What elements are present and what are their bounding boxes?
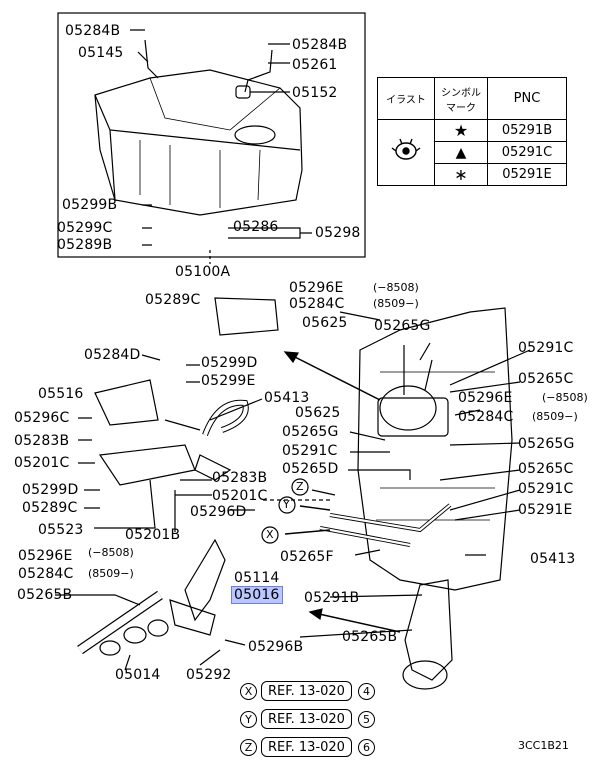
- fuel-tank-outline: [94, 69, 303, 216]
- legend-pnc-05291E: 05291E: [487, 163, 567, 186]
- ref-num-x: 4: [357, 682, 375, 700]
- callout-05152: 05152: [292, 85, 338, 101]
- callout-05265C-r1: 05265C: [518, 371, 574, 387]
- callout-05284B-top: 05284B: [65, 23, 121, 39]
- callout-05296B: 05296B: [248, 639, 304, 655]
- callout-05265F: 05265F: [280, 549, 334, 565]
- callout-05201B: 05201B: [125, 527, 181, 543]
- ref-letter-z: Z: [240, 738, 257, 756]
- callout-05201C-mid: 05201C: [212, 488, 268, 504]
- date-note-top-e: (−8508): [373, 281, 419, 294]
- callout-05283B-mid: 05283B: [212, 470, 268, 486]
- callout-05299B: 05299B: [62, 197, 118, 213]
- ref-letter-x: X: [240, 682, 257, 700]
- callout-05289C-left: 05289C: [22, 500, 78, 516]
- callout-05625-top: 05625: [302, 315, 348, 331]
- callout-05296E-right: 05296E: [458, 390, 513, 406]
- callout-05289C: 05289C: [145, 292, 201, 308]
- callout-05284C-top: 05284C: [289, 296, 345, 312]
- callout-05284C-low: 05284C: [18, 566, 74, 582]
- date-note-low-e: (−8508): [88, 546, 134, 559]
- ref-text-x: REF. 13-020: [261, 681, 352, 701]
- legend-pnc-05291B: 05291B: [487, 119, 567, 142]
- callout-05291E-right: 05291E: [518, 502, 573, 518]
- date-note-top-c: (8509−): [373, 297, 419, 310]
- callout-05289B: 05289B: [57, 237, 113, 253]
- legend-header-symbol: シンボル マーク: [434, 77, 488, 120]
- callout-05265B-low: 05265B: [342, 629, 398, 645]
- legend-pnc-05291C: 05291C: [487, 141, 567, 164]
- ref-num-y: 5: [357, 710, 375, 728]
- fuel-tank-lower: [357, 307, 513, 591]
- callout-05286: 05286: [233, 219, 279, 235]
- callout-05299E: 05299E: [201, 373, 256, 389]
- callout-05265B-left: 05265B: [17, 587, 73, 603]
- callout-05298: 05298: [315, 225, 361, 241]
- date-note-low-c: (8509−): [88, 567, 134, 580]
- callout-05299D-left: 05299D: [22, 482, 79, 498]
- callout-05114: 05114: [234, 570, 280, 586]
- callout-05291C-mid: 05291C: [282, 443, 338, 459]
- callout-05291C-r2: 05291C: [518, 481, 574, 497]
- ref-letter-y: Y: [240, 710, 257, 728]
- callout-05261: 05261: [292, 57, 338, 73]
- tank-assembly-box: [57, 12, 366, 258]
- legend-symbol-star: ★: [434, 119, 488, 142]
- callout-05292: 05292: [186, 667, 232, 683]
- callout-05016-highlighted: 05016: [231, 586, 283, 604]
- ref-num-z: 6: [357, 738, 375, 756]
- callout-05283B-left: 05283B: [14, 433, 70, 449]
- callout-05296E-top: 05296E: [289, 280, 344, 296]
- callout-05523: 05523: [38, 522, 84, 538]
- legend-symbol-triangle: ▲: [434, 141, 488, 164]
- legend-header-pnc: PNC: [487, 77, 567, 120]
- date-note-right-c: (8509−): [532, 410, 578, 423]
- callout-05284B-right: 05284B: [292, 37, 348, 53]
- callout-05299D: 05299D: [201, 355, 258, 371]
- ref-text-y: REF. 13-020: [261, 709, 352, 729]
- arrow-letter-x: X: [266, 528, 274, 541]
- callout-05413-top: 05413: [264, 390, 310, 406]
- legend-header-illust: イラスト: [377, 77, 435, 120]
- callout-05265D: 05265D: [282, 461, 339, 477]
- callout-05265C-r2: 05265C: [518, 461, 574, 477]
- callout-05299C-left: 05299C: [57, 220, 113, 236]
- legend-symbol-asterisk: ∗: [434, 163, 488, 186]
- callout-05291C-r1: 05291C: [518, 340, 574, 356]
- callout-05516: 05516: [38, 386, 84, 402]
- date-note-right-e: (−8508): [542, 391, 588, 404]
- callout-05284C-right: 05284C: [458, 409, 514, 425]
- callout-05296C: 05296C: [14, 410, 70, 426]
- callout-05413-low: 05413: [530, 551, 576, 567]
- callout-05265G-top: 05265G: [374, 318, 431, 334]
- arrow-letter-z: Z: [296, 480, 304, 493]
- arrow-letter-y: Y: [283, 498, 290, 511]
- ref-text-z: REF. 13-020: [261, 737, 352, 757]
- callout-05265G-right: 05265G: [518, 436, 575, 452]
- callout-05291B: 05291B: [304, 590, 360, 606]
- callout-05625-mid: 05625: [295, 405, 341, 421]
- callout-05100A: 05100A: [175, 264, 231, 280]
- diagram-code: 3CC1B21: [518, 739, 569, 752]
- legend-illustration-cell: [377, 119, 435, 186]
- canister-bracket: [94, 379, 159, 426]
- callout-05284D: 05284D: [84, 347, 141, 363]
- callout-05201C-left: 05201C: [14, 455, 70, 471]
- callout-05145: 05145: [78, 45, 124, 61]
- callout-05014: 05014: [115, 667, 161, 683]
- callout-05265G-mid: 05265G: [282, 424, 339, 440]
- callout-05296E-low: 05296E: [18, 548, 73, 564]
- pnc-legend-table: イラスト シンボル マーク PNC ★ 05291B ▲ 05291C ∗ 05…: [377, 77, 567, 186]
- callout-05296D: 05296D: [190, 504, 247, 520]
- filler-neck: [404, 579, 453, 681]
- clip-part-icon: [391, 138, 421, 160]
